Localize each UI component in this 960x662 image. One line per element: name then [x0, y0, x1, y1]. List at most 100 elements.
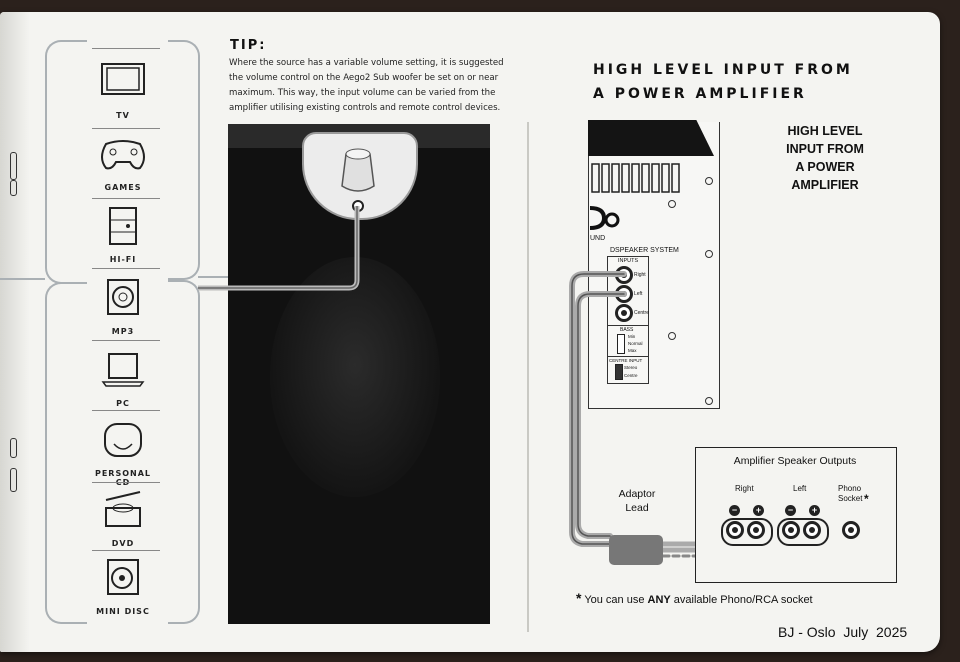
- laptop-icon: [101, 353, 145, 387]
- page-curl-shade: [0, 12, 30, 652]
- centre-opt: Centre: [624, 373, 638, 378]
- dvd-player-icon: [105, 491, 141, 527]
- adaptor-label: Adaptor Lead: [606, 487, 668, 515]
- amp-left-label: Left: [793, 484, 807, 493]
- bass-opt: Normal: [628, 341, 643, 346]
- divider: [92, 198, 160, 199]
- tip-line: the volume control on the Aego2 Sub woof…: [229, 73, 499, 83]
- plus-icon: +: [809, 505, 820, 516]
- footnote-pre: You can use: [584, 594, 648, 606]
- label-line: A POWER: [795, 160, 855, 174]
- minidisc-icon: [107, 559, 139, 595]
- photo-credit: BJ - Oslo July 2025: [778, 624, 908, 640]
- mp3-player-icon: [107, 279, 139, 315]
- right-bracket-top: [168, 40, 200, 280]
- bass-switch: [617, 334, 625, 354]
- device-label: PERSONAL CD: [94, 469, 152, 487]
- tip-line: maximum. This way, the input volume can …: [229, 88, 496, 98]
- asterisk-icon: *: [864, 492, 869, 506]
- divider: [92, 128, 160, 129]
- amp-right-label: Right: [735, 484, 754, 493]
- footnote: * You can use ANY available Phono/RCA so…: [576, 590, 813, 606]
- tip-line: amplifier utilising existing controls an…: [229, 103, 501, 113]
- device-label: HI-FI: [109, 255, 137, 264]
- input-centre-jack: [615, 304, 633, 322]
- centre-input-label: CENTRE INPUT: [609, 358, 643, 363]
- brand-logo-icon: [589, 206, 620, 230]
- device-label: GAMES: [104, 183, 142, 192]
- hifi-icon: [109, 207, 137, 245]
- gamepad-icon: [101, 140, 145, 170]
- device-label: DVD: [111, 539, 135, 548]
- minus-icon: −: [785, 505, 796, 516]
- screw: [668, 200, 676, 208]
- right-bracket-bottom: [168, 280, 200, 624]
- device-personal-cd: PERSONAL CD: [92, 420, 154, 487]
- tip-title: TIP:: [230, 38, 267, 53]
- amplifier-outputs-box: [695, 447, 897, 583]
- manual-page: TV GAMES HI-FI MP3 PC PERSONAL CD DVD MI…: [0, 12, 940, 652]
- phono-line: Socket: [838, 494, 863, 503]
- page-fold: [527, 122, 529, 632]
- device-label: MINI DISC: [96, 607, 150, 616]
- panel-top: [588, 120, 714, 156]
- phono-socket-label: Phono Socket: [838, 484, 862, 504]
- label-line: AMPLIFIER: [791, 178, 859, 192]
- device-label: PC: [116, 399, 130, 408]
- footnote-bold: ANY: [647, 594, 671, 606]
- device-mp3: MP3: [92, 278, 154, 336]
- screw: [668, 332, 676, 340]
- amp-title: Amplifier Speaker Outputs: [733, 455, 857, 467]
- tip-line: Where the source has a variable volume s…: [229, 58, 504, 68]
- panel-brand: UND: [590, 235, 606, 242]
- device-minidisc: MINI DISC: [92, 558, 154, 616]
- amp-left-terminals: [777, 518, 829, 546]
- binding-hole: [10, 438, 17, 458]
- title-line: A POWER AMPLIFIER: [593, 86, 807, 102]
- adaptor-lead: [609, 535, 663, 565]
- device-dvd: DVD: [92, 490, 154, 548]
- section-title: HIGH LEVEL INPUT FROM A POWER AMPLIFIER: [593, 58, 853, 106]
- divider: [92, 268, 160, 269]
- minus-icon: −: [729, 505, 740, 516]
- phono-line: Phono: [838, 484, 862, 493]
- label-line: HIGH LEVEL: [787, 124, 863, 138]
- screw: [705, 250, 713, 258]
- divider: [92, 410, 160, 411]
- amp-left-plus-jack: [803, 521, 821, 539]
- centre-switch: [615, 364, 623, 380]
- divider: [92, 482, 160, 483]
- divider: [92, 340, 160, 341]
- subwoofer-rear-panel: [588, 122, 720, 409]
- amp-right-minus-jack: [726, 521, 744, 539]
- screw: [705, 177, 713, 185]
- bass-label: BASS: [620, 327, 634, 333]
- jack-label: Centre: [634, 310, 650, 316]
- plus-icon: +: [753, 505, 764, 516]
- cable-line: [198, 206, 360, 291]
- screw: [705, 397, 713, 405]
- divider: [92, 48, 160, 49]
- device-tv: TV: [92, 62, 154, 120]
- device-hifi: HI-FI: [92, 206, 154, 264]
- cd-player-icon: [104, 423, 142, 457]
- label-line: INPUT FROM: [786, 142, 864, 156]
- left-bracket-bottom: [45, 282, 87, 624]
- tv-icon: [101, 63, 145, 95]
- amp-left-minus-jack: [782, 521, 800, 539]
- adaptor-line: Adaptor: [618, 488, 656, 500]
- bass-opt: Min: [628, 334, 636, 339]
- high-level-label: HIGH LEVEL INPUT FROM A POWER AMPLIFIER: [760, 122, 890, 194]
- bracket-stub: [0, 278, 45, 281]
- amp-right-terminals: [721, 518, 773, 546]
- tip-body: Where the source has a variable volume s…: [229, 56, 519, 116]
- device-games: GAMES: [92, 134, 154, 192]
- inputs-label: INPUTS: [618, 258, 639, 264]
- left-bracket-top: [45, 40, 87, 284]
- heatsink-fins: [591, 163, 680, 193]
- binding-hole: [10, 152, 17, 180]
- panel-system: DSPEAKER SYSTEM: [610, 247, 679, 254]
- binding-hole: [10, 180, 17, 196]
- phono-socket-jack: [842, 521, 860, 539]
- jack-label: Right: [634, 272, 646, 278]
